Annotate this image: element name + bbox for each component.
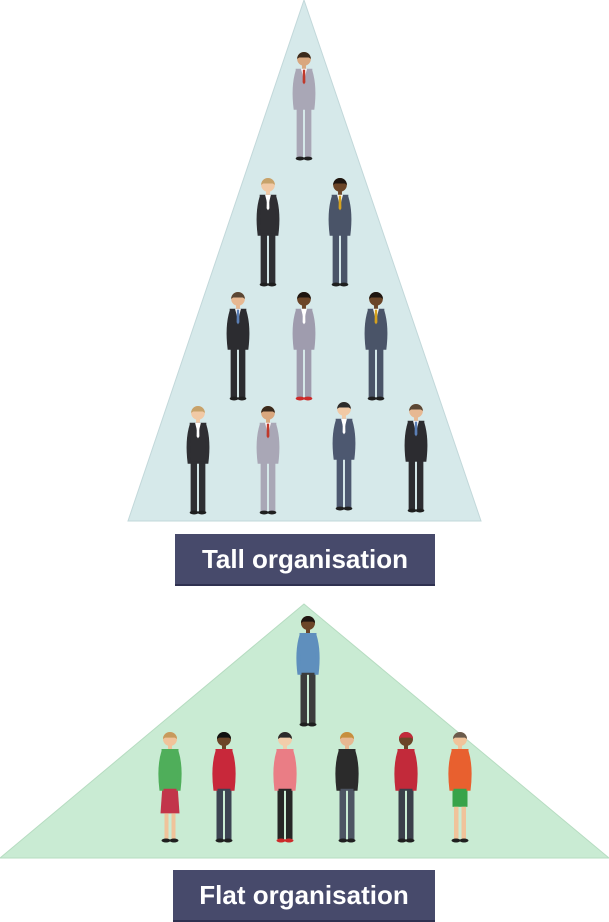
flat-person-figure: [394, 732, 418, 843]
tall-person-figure: [256, 405, 280, 515]
tall-person-figure: [404, 404, 428, 513]
tall-person-figure: [292, 51, 316, 161]
tall-person-figure: [226, 292, 250, 401]
tall-organisation-triangle: [127, 0, 482, 522]
tall-person-figure: [292, 291, 316, 401]
flat-person-figure: [273, 732, 297, 843]
tall-person-figure: [256, 177, 280, 287]
tall-person-figure: [332, 402, 356, 511]
tall-person-figure: [364, 291, 388, 401]
flat-organisation-label: Flat organisation: [173, 870, 435, 922]
flat-person-figure: [158, 732, 182, 843]
flat-person-figure: [296, 616, 320, 727]
tall-person-figure: [328, 177, 352, 287]
people-figures: [158, 51, 472, 843]
flat-person-figure: [212, 732, 236, 843]
flat-person-figure: [335, 732, 359, 843]
flat-person-figure: [448, 732, 472, 843]
tall-organisation-label: Tall organisation: [175, 534, 435, 586]
tall-person-figure: [186, 406, 210, 515]
